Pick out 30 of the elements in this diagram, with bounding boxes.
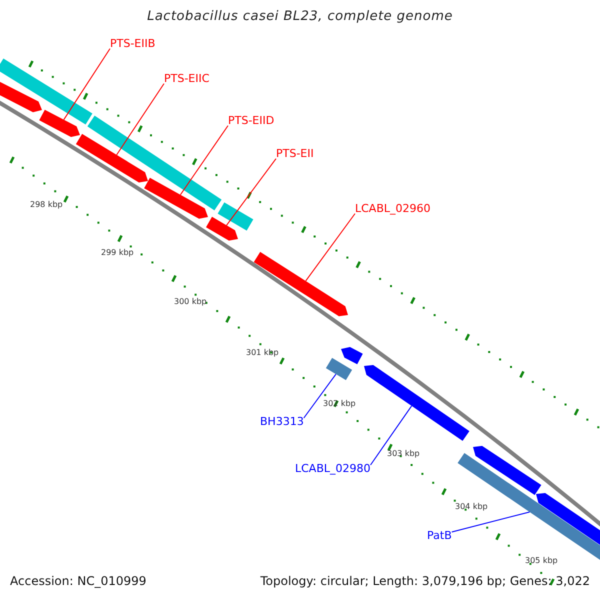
gene-label: LCABL_02980 bbox=[295, 463, 371, 476]
gene-label: PTS-EII bbox=[276, 148, 314, 161]
leader-line bbox=[116, 83, 164, 156]
gene-label: LCABL_02960 bbox=[355, 203, 431, 216]
gene-label: PatB bbox=[427, 530, 452, 543]
gene-feature bbox=[39, 110, 80, 137]
leader-line bbox=[451, 511, 530, 532]
leader-line bbox=[226, 158, 276, 226]
diagram-title: Lactobacillus casei BL23, complete genome bbox=[146, 10, 454, 25]
gene-feature bbox=[326, 358, 352, 380]
gene-label: BH3313 bbox=[260, 416, 304, 429]
genome-summary: Topology: circular; Length: 3,079,196 bp; Genes: 3,022 bbox=[260, 575, 590, 589]
scale-label: 305 kbp bbox=[525, 556, 558, 566]
gene-label: PTS-EIID bbox=[228, 115, 274, 128]
gene-feature bbox=[254, 252, 348, 316]
leader-line bbox=[305, 213, 356, 282]
leader-line bbox=[370, 405, 412, 466]
accession-text: Accession: NC_010999 bbox=[10, 575, 146, 589]
gene-label: PTS-EIIC bbox=[164, 73, 210, 86]
gene-feature bbox=[144, 178, 208, 219]
leader-line bbox=[63, 48, 110, 120]
gene-feature bbox=[206, 216, 238, 241]
leader-line bbox=[180, 125, 228, 196]
scale-label: 300 kbp bbox=[174, 297, 207, 306]
gene-feature bbox=[76, 134, 148, 182]
gene-feature bbox=[364, 365, 470, 441]
gene-label: PTS-EIIB bbox=[110, 38, 156, 51]
leader-line bbox=[303, 374, 336, 418]
scale-label: 304 kbp bbox=[455, 502, 488, 512]
scale-label: 301 kbp bbox=[246, 348, 279, 358]
